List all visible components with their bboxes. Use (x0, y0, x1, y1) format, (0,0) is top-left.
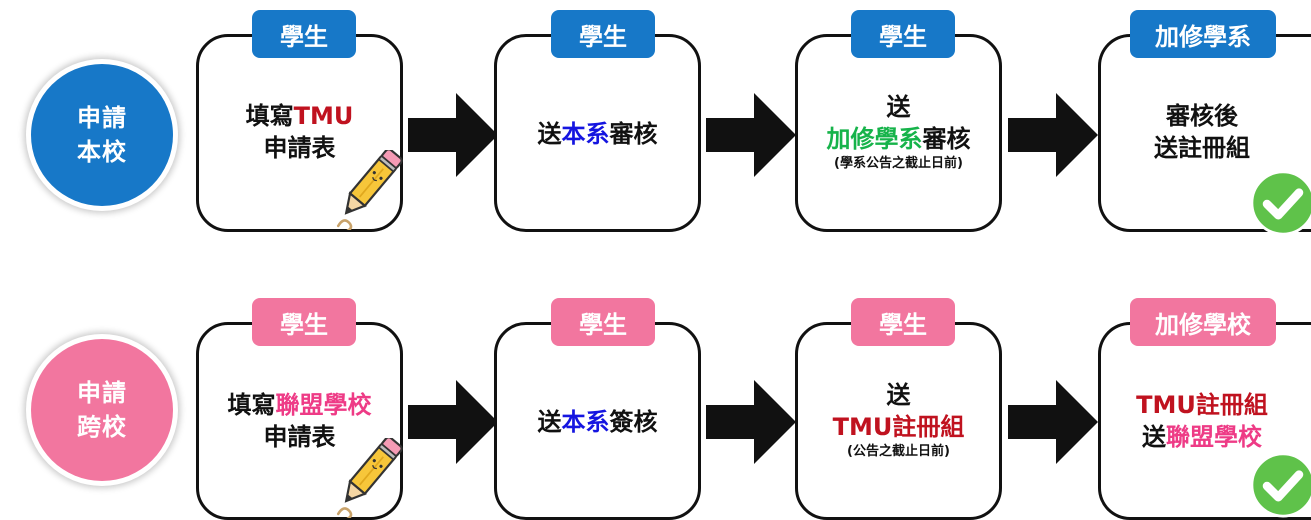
row1-step3-tag: 學生 (851, 10, 955, 58)
row2-step3-note: (公告之截止日前) (847, 444, 950, 459)
row1-step3-text: 送 加修學系審核 (學系公告之截止日前) (798, 91, 999, 173)
row2-step1-box: 填寫聯盟學校 申請表 (196, 322, 403, 520)
check-icon (1250, 452, 1311, 518)
arrow-icon (408, 380, 498, 464)
row1-step2-tag: 學生 (551, 10, 655, 58)
row2-step3-text: 送 TMU註冊組 (公告之截止日前) (798, 379, 999, 461)
row1-step3-box: 送 加修學系審核 (學系公告之截止日前) (795, 34, 1002, 232)
row2-step4-text: TMU註冊組 送聯盟學校 (1136, 391, 1268, 451)
arrow-icon (1008, 93, 1098, 177)
apply-cross-school-circle: 申請 跨校 (31, 339, 173, 481)
row2-step2-text: 送本系簽核 (537, 408, 658, 436)
apply-home-circle: 申請 本校 (31, 64, 173, 206)
row1-step1-text: 填寫TMU 申請表 (245, 102, 354, 162)
row2-step2-tag: 學生 (551, 298, 655, 346)
apply-home-label: 申請 本校 (77, 104, 127, 166)
row1-step1-tag: 學生 (252, 10, 356, 58)
row1-step2-text: 送本系審核 (537, 120, 658, 148)
arrow-icon (1008, 380, 1098, 464)
row2-step2-box: 送本系簽核 (494, 322, 701, 520)
row2-step1-text: 填寫聯盟學校 申請表 (227, 391, 372, 451)
arrow-icon (706, 380, 796, 464)
pencil-icon (333, 150, 403, 230)
apply-cross-school-label: 申請 跨校 (77, 379, 127, 441)
arrow-icon (408, 93, 498, 177)
row1-step3-note: (學系公告之截止日前) (834, 156, 963, 171)
row2-step4-tag: 加修學校 (1130, 298, 1276, 346)
row1-step2-box: 送本系審核 (494, 34, 701, 232)
check-icon (1250, 170, 1311, 236)
row2-step3-tag: 學生 (851, 298, 955, 346)
row1-step4-text: 審核後 送註冊組 (1154, 102, 1250, 162)
arrow-icon (706, 93, 796, 177)
row2-step3-box: 送 TMU註冊組 (公告之截止日前) (795, 322, 1002, 520)
row1-step4-tag: 加修學系 (1130, 10, 1276, 58)
pencil-icon (333, 438, 403, 518)
row1-step1-box: 填寫TMU 申請表 (196, 34, 403, 232)
row2-step1-tag: 學生 (252, 298, 356, 346)
